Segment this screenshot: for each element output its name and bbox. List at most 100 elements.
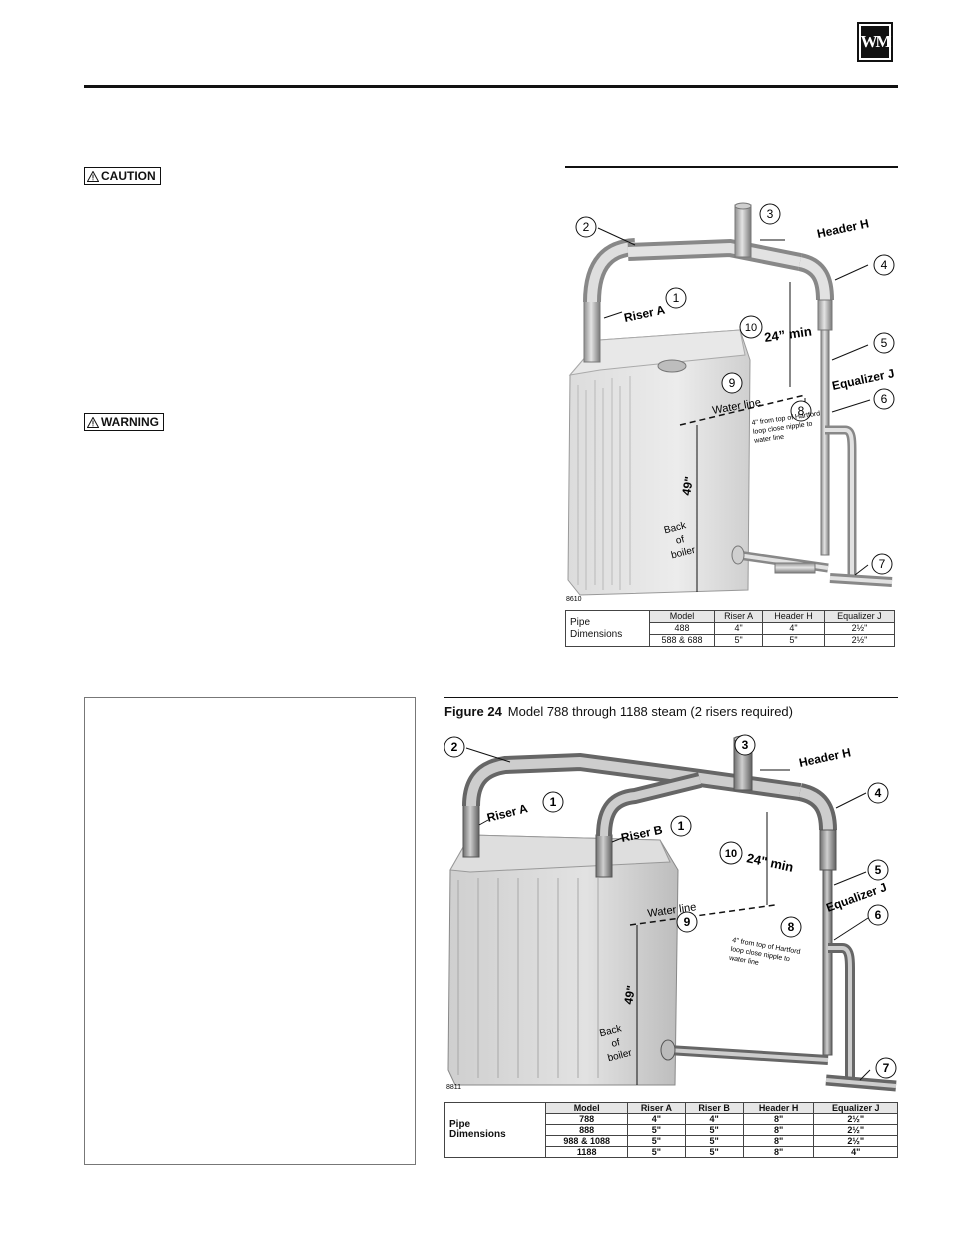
table-cell: 2½" — [823, 622, 896, 635]
table-cell: 8" — [742, 1113, 815, 1125]
boiler — [567, 329, 751, 596]
caution-text: CAUTION — [101, 169, 156, 183]
caution-label: CAUTION — [84, 167, 161, 185]
callout-10: 10 — [725, 848, 737, 860]
table-cell: 5" — [627, 1124, 686, 1136]
riser-a-label: Riser A — [485, 801, 529, 825]
callout-9: 9 — [684, 915, 691, 929]
callout-8: 8 — [788, 920, 795, 934]
callout-2: 2 — [451, 740, 458, 754]
column-header: Equalizer J — [823, 610, 896, 623]
table-cell: 5" — [762, 634, 825, 647]
column-header: Riser A — [714, 610, 764, 623]
dim-49-label: 49" — [621, 984, 638, 1005]
row-head-line-1: Pipe — [570, 616, 591, 628]
back-word: Back — [663, 520, 688, 536]
min-24-label: 24" min — [745, 850, 794, 875]
table-cell: 5" — [684, 1135, 744, 1147]
table-cell: 4" — [813, 1146, 898, 1158]
table-cell: 488 — [648, 622, 716, 635]
figure-caption: Model 788 through 1188 steam (2 risers r… — [507, 704, 793, 719]
pipe-dimensions-table: Pipe Dimensions Model Riser A Riser B He… — [443, 1102, 898, 1158]
callout-6: 6 — [875, 908, 882, 922]
column-header: Riser A — [627, 1102, 686, 1114]
table-row: 788 4" 4" 8" 2½" — [445, 1113, 898, 1125]
callout-circles — [444, 734, 897, 1079]
warning-label: WARNING — [84, 413, 164, 431]
figure-code: 8610 — [566, 596, 582, 603]
riser-a-label: Riser A — [623, 303, 667, 325]
column-header: Model — [648, 610, 716, 623]
water-line-note: 4" from top of Hartford loop close nippl… — [728, 937, 801, 967]
warning-triangle-icon — [87, 416, 99, 428]
callout-leaders — [465, 747, 871, 1081]
table-cell: 5" — [627, 1135, 686, 1147]
callout-2: 2 — [583, 220, 590, 234]
note-line-3: water line — [753, 434, 785, 445]
callout-1: 1 — [673, 291, 680, 305]
figure-rule — [565, 166, 898, 168]
row-head: Pipe Dimensions — [443, 1102, 547, 1158]
of-word: of — [610, 1037, 621, 1050]
table-cell: 8" — [742, 1124, 815, 1136]
table-cell: 5" — [627, 1146, 686, 1158]
figure-number: Figure 24 — [444, 704, 502, 719]
dimension-lines — [629, 812, 776, 1085]
callout-numbers: 1 2 3 4 5 6 7 8 9 10 — [583, 207, 888, 571]
table-cell: 4" — [684, 1113, 744, 1125]
notice-box — [84, 697, 416, 1165]
water-line-note: 4" from top of Hartford loop close nippl… — [751, 410, 820, 445]
callout-6: 6 — [881, 392, 888, 406]
row-head-line-2: Dimensions — [449, 1129, 506, 1140]
callout-1-riser-b: 1 — [678, 819, 685, 833]
column-header: Header H — [742, 1102, 815, 1114]
dim-49-label: 49" — [679, 475, 696, 496]
callout-3: 3 — [742, 738, 749, 752]
callout-5: 5 — [881, 336, 888, 350]
callout-3: 3 — [767, 207, 774, 221]
table-row: 1188 5" 5" 8" 4" — [445, 1146, 898, 1158]
table-cell: 788 — [545, 1113, 629, 1125]
table-cell: 588 & 688 — [648, 634, 716, 647]
back-word: Back — [598, 1023, 623, 1039]
table-row: 888 5" 5" 8" 2½" — [445, 1124, 898, 1136]
callout-10: 10 — [745, 322, 757, 334]
callout-4: 4 — [875, 786, 882, 800]
row-head: Pipe Dimensions — [565, 610, 650, 647]
callout-7: 7 — [879, 557, 886, 571]
column-header: Header H — [762, 610, 825, 623]
table-cell: 2½" — [823, 634, 896, 647]
figure-24-title: Figure 24 Model 788 through 1188 steam (2… — [444, 704, 793, 719]
piping — [583, 202, 893, 587]
table-cell: 5" — [714, 634, 764, 647]
warning-triangle-icon — [87, 170, 99, 182]
callout-8: 8 — [798, 404, 805, 418]
table-cell: 988 & 1088 — [545, 1135, 629, 1147]
row-head-line-2: Dimensions — [570, 628, 623, 640]
callout-4: 4 — [881, 258, 888, 272]
logo-mark: WM — [860, 26, 892, 58]
table-row: 588 & 688 5" 5" 2½" — [566, 634, 896, 647]
warning-text: WARNING — [101, 415, 159, 429]
table-cell: 4" — [714, 622, 764, 635]
figure-23-piping-illustration: 1 2 3 4 5 6 7 8 9 10 Riser A Header H Eq… — [566, 202, 896, 603]
min-24-label: 24” min — [763, 323, 812, 344]
callout-circles — [575, 203, 895, 575]
table-cell: 4" — [627, 1113, 686, 1125]
callout-9: 9 — [729, 376, 736, 390]
header-h-label: Header H — [798, 745, 852, 770]
column-header: Model — [545, 1102, 629, 1114]
of-word: of — [675, 534, 686, 547]
callout-7: 7 — [883, 1061, 890, 1075]
callout-numbers: 1 1 2 3 4 5 6 7 8 9 10 — [451, 738, 890, 1075]
table-cell: 2½" — [813, 1113, 898, 1125]
header-h-label: Header H — [816, 216, 870, 241]
pipe-dimensions-table: Pipe Dimensions Model Riser A Header H E… — [565, 610, 896, 647]
table-cell: 888 — [545, 1124, 629, 1136]
table-cell: 5" — [684, 1146, 744, 1158]
callout-1-riser-a: 1 — [550, 795, 557, 809]
figure-24-piping-illustration: 1 1 2 3 4 5 6 7 8 9 10 Riser A Riser B H… — [444, 734, 897, 1092]
callout-leaders — [597, 227, 871, 576]
row-head-line-1: Pipe — [449, 1119, 471, 1130]
weil-mclain-logo: WM — [857, 22, 893, 62]
